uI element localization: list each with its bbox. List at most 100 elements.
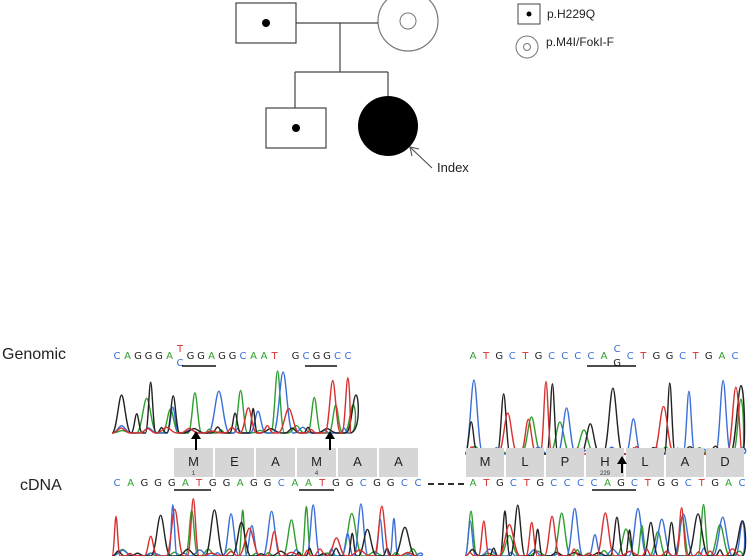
cdna-right-base: A: [604, 478, 611, 489]
aa-right-residue: L: [641, 454, 648, 469]
genomic-left-base: G: [292, 351, 300, 362]
genomic-left-trace-t: [111, 377, 352, 434]
mother-circle-ring: [399, 12, 417, 30]
aa-right-box: [706, 448, 744, 477]
genomic-right-base: G: [535, 351, 543, 362]
genomic-left-trace-a: [111, 370, 357, 434]
genomic-left-base: G: [218, 351, 226, 362]
cdna-right-base: T: [644, 478, 652, 489]
genomic-left-base: A: [166, 351, 173, 362]
cdna-right-base: G: [617, 478, 625, 489]
cdna-right-base: G: [536, 478, 544, 489]
father-dot: [262, 19, 270, 27]
genomic-left-base: A: [250, 351, 257, 362]
genomic-right-base: C: [627, 351, 634, 362]
aa-left-residue: A: [394, 454, 403, 469]
son-dot: [292, 124, 300, 132]
cdna-right-base: T: [482, 478, 490, 489]
genomic-right-base: A: [601, 351, 608, 362]
cdna-left-base: G: [223, 478, 231, 489]
aa-left-box: [297, 448, 336, 477]
cdna-left-base: C: [415, 478, 422, 489]
aa-left-residue-number: 1: [192, 471, 196, 477]
variant-arrow-1: [191, 431, 201, 450]
legend-circle-ring: [523, 43, 531, 51]
cdna-right-base: C: [510, 478, 517, 489]
aa-left-residue: E: [230, 454, 239, 469]
index-daughter-circle: [358, 96, 418, 156]
cdna-left-base: C: [401, 478, 408, 489]
index-arrow: [410, 147, 433, 169]
genomic-right-trace-t: [464, 380, 743, 455]
cdna-left-base: T: [195, 478, 203, 489]
genomic-left-base: G: [134, 351, 142, 362]
cdna-left-base: G: [332, 478, 340, 489]
aa-right-box: [586, 448, 624, 477]
cdna-right-base: C: [550, 478, 557, 489]
aa-left-residue: M: [188, 454, 199, 469]
aa-right-residue: P: [561, 454, 570, 469]
genomic-right-base: T: [639, 351, 647, 362]
cdna-left-base: G: [346, 478, 354, 489]
genomic-right-base: C: [679, 351, 686, 362]
aa-left-residue: A: [353, 454, 362, 469]
cdna-right-base: T: [698, 478, 706, 489]
pedigree: Index: [235, 0, 469, 175]
variant-arrow-2: [325, 431, 335, 450]
genomic-left-base: C: [303, 351, 310, 362]
aa-left-residue: A: [271, 454, 280, 469]
aa-right-residue: D: [720, 454, 729, 469]
genomic-right-base: C: [509, 351, 516, 362]
cdna-right-base: A: [725, 478, 732, 489]
aa-right-box: [666, 448, 704, 477]
cdna-left-base: C: [114, 478, 121, 489]
aa-right-residue-number: 229: [600, 471, 611, 477]
genomic-left-base: T: [270, 351, 278, 362]
genomic-right-variant-bottom: G: [613, 358, 621, 369]
genomic-left-base: C: [114, 351, 121, 362]
aa-left-box: [379, 448, 418, 477]
chromatogram-cdna-right: [464, 503, 747, 556]
cdna-right-trace-a: [464, 503, 744, 556]
legend-label-m4i: p.M4I/FokI-F: [546, 35, 614, 49]
aa-right-box: [506, 448, 544, 477]
cdna-right-base: C: [564, 478, 571, 489]
genomic-left-base: G: [155, 351, 163, 362]
genomic-left-base: G: [145, 351, 153, 362]
genomic-right-base: C: [732, 351, 739, 362]
genomic-left-base: G: [197, 351, 205, 362]
aa-left-box: [215, 448, 254, 477]
genomic-left-base: C: [334, 351, 341, 362]
cdna-right-trace-t: [464, 507, 742, 556]
aa-right-box: [466, 448, 504, 477]
index-arrow-head: [409, 146, 420, 157]
genomic-right-base: C: [561, 351, 568, 362]
genomic-right-base: G: [705, 351, 713, 362]
cdna-left-base: G: [250, 478, 258, 489]
cdna-right-base: C: [591, 478, 598, 489]
genomic-right-trace-g: [464, 382, 746, 455]
genomic-right-base: T: [521, 351, 529, 362]
aa-left-residue-number: 4: [315, 471, 319, 477]
cdna-right-base: C: [577, 478, 584, 489]
cdna-left-trace-t: [111, 497, 418, 556]
cdna-right-base: C: [739, 478, 746, 489]
genomic-left-variant-bottom: C: [177, 358, 184, 369]
genomic-right-variant-top: C: [614, 344, 621, 355]
aa-right-residue: L: [521, 454, 528, 469]
legend: p.H229Q p.M4I/FokI-F: [515, 3, 614, 59]
chromatogram-genomic-right: [464, 379, 747, 455]
chromatogram-cdna-left: [111, 497, 424, 556]
genomic-right-trace-c: [464, 379, 747, 455]
index-label: Index: [437, 160, 469, 175]
aa-right-residue: M: [480, 454, 491, 469]
genomic-left-base: G: [187, 351, 195, 362]
genomic-right-base: C: [548, 351, 555, 362]
variant-arrow-3: [617, 456, 627, 473]
genomic-right-base: C: [587, 351, 594, 362]
